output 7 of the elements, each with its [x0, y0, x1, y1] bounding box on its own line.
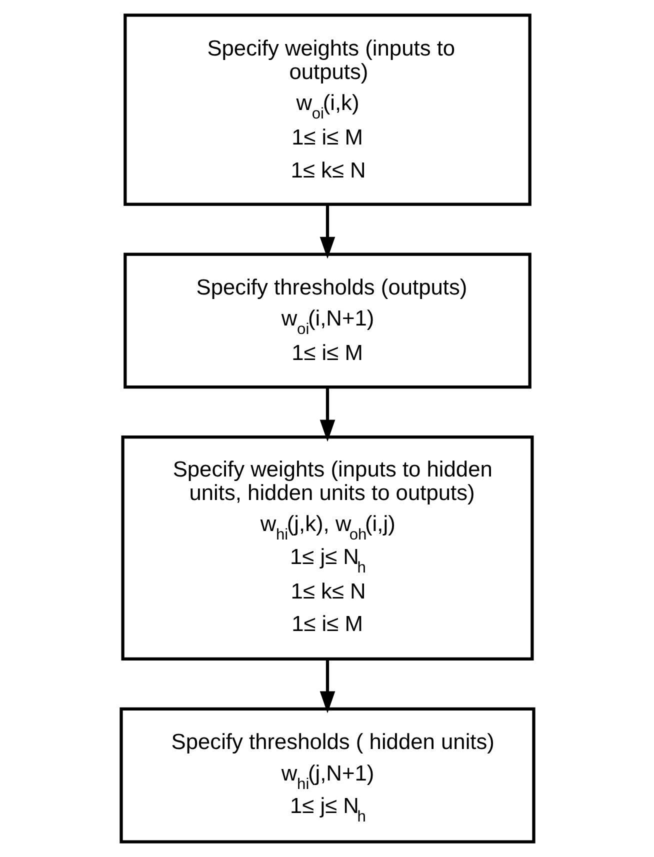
node-box: Specify weights (inputs to outputs) w$_{oi}$(i,k) 1≤ i≤ M 1≤ k≤ N — [123, 14, 531, 206]
arrow — [319, 204, 335, 259]
arrow — [319, 387, 335, 442]
arrow — [319, 659, 335, 714]
node-box: Specify weights (inputs to hidden units, hidden units to outputs) w$_{hi}$(j,k), w$_{oh}$(i,j) 1≤ j≤ N$_{h}$ 1≤ k≤ N 1≤ i≤ M — [120, 436, 534, 661]
node-box: Specify thresholds (outputs) w$_{oi}$(i,N+1) 1≤ i≤ M — [123, 252, 531, 389]
node-box: Specify thresholds ( hidden units) w$_{hi}$(j,N+1) 1≤ j≤ N$_{h}$ — [119, 707, 535, 844]
